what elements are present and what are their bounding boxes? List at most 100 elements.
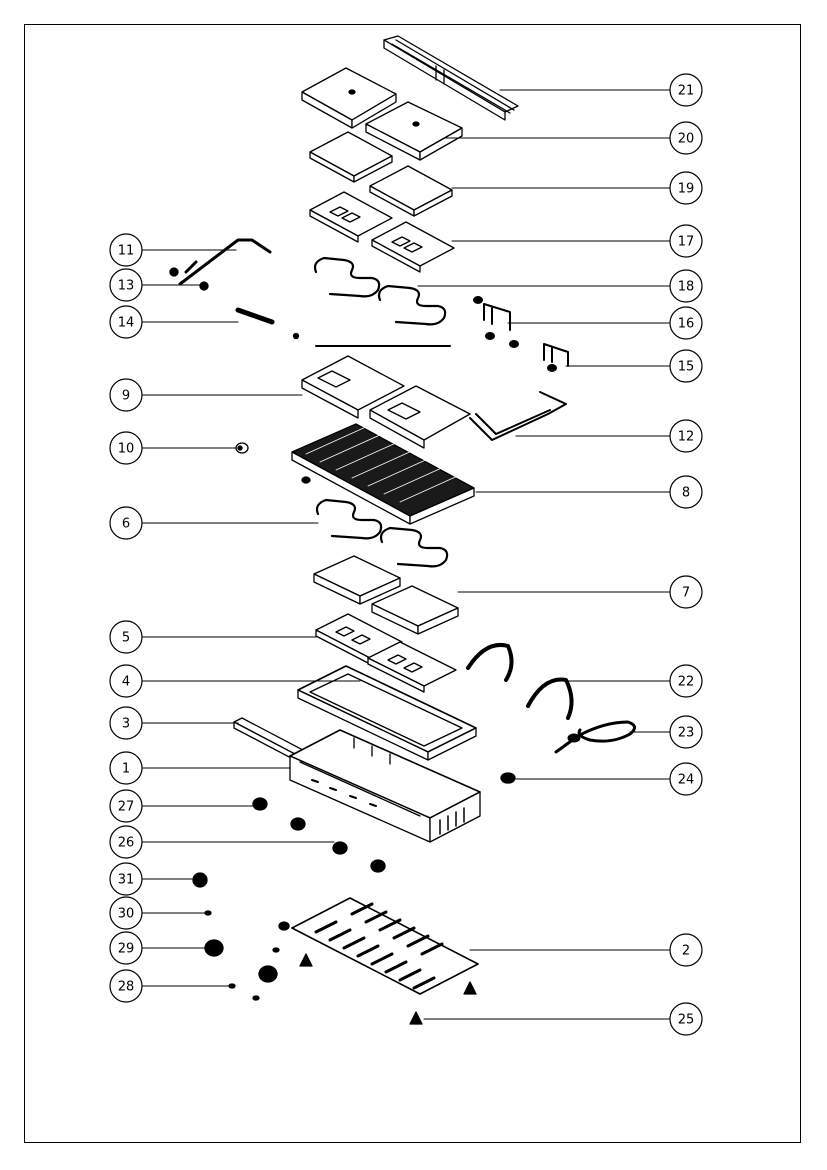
callout-number: 28 bbox=[118, 980, 135, 995]
callout-circle bbox=[109, 268, 143, 302]
part-10-knob bbox=[235, 442, 249, 454]
callout-20: 20 bbox=[669, 121, 703, 155]
part-1-housing bbox=[289, 729, 481, 843]
callout-number: 21 bbox=[678, 84, 695, 99]
callout-circle bbox=[669, 171, 703, 205]
callout-circle bbox=[109, 620, 143, 654]
callout-29: 29 bbox=[109, 931, 143, 965]
callout-14: 14 bbox=[109, 305, 143, 339]
part-20-upper-plates bbox=[301, 67, 463, 161]
callout-circle bbox=[109, 751, 143, 785]
callout-circle bbox=[669, 349, 703, 383]
part-31-cap bbox=[192, 872, 208, 888]
callout-number: 25 bbox=[678, 1013, 695, 1028]
callout-circle bbox=[669, 933, 703, 967]
callout-30: 30 bbox=[109, 896, 143, 930]
page-border bbox=[24, 24, 801, 1143]
part-22-hoses bbox=[466, 643, 574, 720]
part-4-drip-tray bbox=[297, 665, 477, 761]
part-12-hinge-arm bbox=[469, 391, 567, 441]
callout-number: 29 bbox=[118, 942, 135, 957]
part-8-grill-plate bbox=[291, 419, 475, 525]
callout-circle bbox=[669, 762, 703, 796]
callout-number: 20 bbox=[678, 132, 695, 147]
callout-27: 27 bbox=[109, 789, 143, 823]
callout-number: 7 bbox=[682, 586, 690, 601]
callout-number: 22 bbox=[678, 675, 695, 690]
part-21-top-rail bbox=[383, 35, 519, 121]
callout-number: 26 bbox=[118, 836, 135, 851]
callout-31: 31 bbox=[109, 862, 143, 896]
callout-11: 11 bbox=[109, 233, 143, 267]
callout-19: 19 bbox=[669, 171, 703, 205]
callout-circle bbox=[669, 419, 703, 453]
part-16-clips bbox=[473, 296, 519, 348]
callout-circle bbox=[109, 969, 143, 1003]
callout-22: 22 bbox=[669, 664, 703, 698]
callout-circle bbox=[109, 896, 143, 930]
callout-circle bbox=[669, 715, 703, 749]
callout-number: 9 bbox=[122, 389, 130, 404]
part-2-base-plate bbox=[291, 897, 479, 995]
callout-15: 15 bbox=[669, 349, 703, 383]
callout-circle bbox=[669, 306, 703, 340]
callout-circle bbox=[109, 825, 143, 859]
callout-17: 17 bbox=[669, 224, 703, 258]
callout-circle bbox=[109, 789, 143, 823]
callout-2: 2 bbox=[669, 933, 703, 967]
callout-circle bbox=[669, 664, 703, 698]
callout-5: 5 bbox=[109, 620, 143, 654]
part-14-spring bbox=[235, 307, 300, 340]
callout-number: 3 bbox=[122, 717, 130, 732]
callout-26: 26 bbox=[109, 825, 143, 859]
callout-circle bbox=[109, 931, 143, 965]
callout-8: 8 bbox=[669, 475, 703, 509]
callout-10: 10 bbox=[109, 431, 143, 465]
part-28-screw bbox=[228, 921, 290, 1001]
part-9-upper-frame bbox=[301, 345, 471, 449]
callout-24: 24 bbox=[669, 762, 703, 796]
callout-16: 16 bbox=[669, 306, 703, 340]
part-6-lower-elements bbox=[315, 498, 449, 568]
part-23-power-cord bbox=[554, 720, 636, 754]
part-26-connectors bbox=[332, 841, 386, 873]
leader-lines bbox=[141, 89, 671, 1020]
callout-number: 31 bbox=[118, 873, 135, 888]
callout-circle bbox=[669, 121, 703, 155]
callout-circle bbox=[669, 1002, 703, 1036]
part-5-element-plates bbox=[315, 613, 457, 693]
callout-25: 25 bbox=[669, 1002, 703, 1036]
callout-1: 1 bbox=[109, 751, 143, 785]
part-15-clip bbox=[543, 343, 569, 372]
callout-bubbles: 2120191718161512872223242251113149106543… bbox=[109, 73, 703, 1036]
callout-number: 15 bbox=[678, 360, 695, 375]
callout-circle bbox=[109, 431, 143, 465]
callout-number: 12 bbox=[678, 430, 695, 445]
callout-number: 10 bbox=[118, 442, 135, 457]
part-25-feet bbox=[299, 953, 477, 1025]
callout-circle bbox=[669, 269, 703, 303]
part-27-knobs bbox=[252, 797, 306, 831]
callout-number: 23 bbox=[678, 726, 695, 741]
callout-circle bbox=[109, 233, 143, 267]
callout-number: 17 bbox=[678, 235, 695, 250]
callout-circle bbox=[669, 224, 703, 258]
callout-circle bbox=[109, 305, 143, 339]
part-29-knob bbox=[204, 939, 278, 983]
callout-number: 27 bbox=[118, 800, 135, 815]
part-24-foot bbox=[500, 772, 516, 784]
callout-number: 16 bbox=[678, 317, 695, 332]
callout-21: 21 bbox=[669, 73, 703, 107]
callout-number: 2 bbox=[682, 944, 690, 959]
part-17-element-plates bbox=[309, 191, 455, 273]
callout-12: 12 bbox=[669, 419, 703, 453]
callout-number: 8 bbox=[682, 486, 690, 501]
callout-23: 23 bbox=[669, 715, 703, 749]
callout-number: 4 bbox=[122, 675, 130, 690]
callout-number: 30 bbox=[118, 907, 135, 922]
part-19-insulation-pads bbox=[309, 131, 453, 217]
callout-4: 4 bbox=[109, 664, 143, 698]
callout-28: 28 bbox=[109, 969, 143, 1003]
callout-circle bbox=[109, 664, 143, 698]
